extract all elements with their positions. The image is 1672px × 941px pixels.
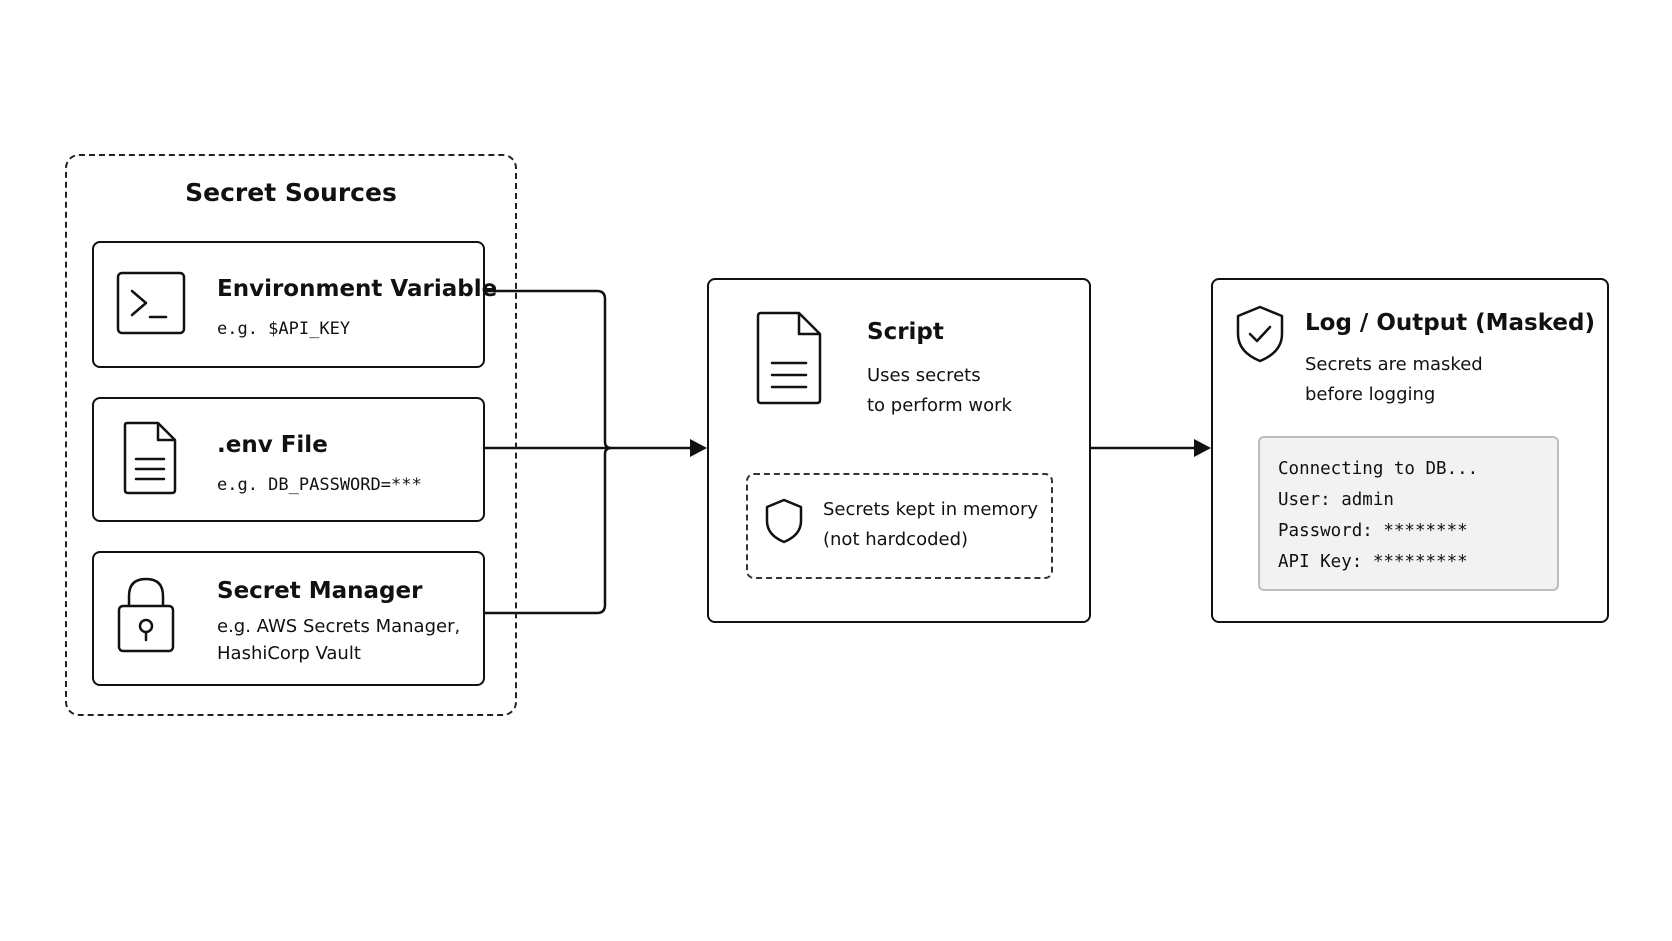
shield-icon bbox=[765, 498, 803, 544]
source-title: .env File bbox=[217, 432, 328, 458]
console-line: Password: ******** bbox=[1278, 521, 1468, 541]
memory-note-line: Secrets kept in memory bbox=[823, 499, 1039, 520]
script-box: Script Uses secrets to perform work bbox=[707, 278, 1091, 623]
file-icon bbox=[123, 421, 177, 495]
source-example: e.g. $API_KEY bbox=[217, 319, 351, 339]
log-desc-line: Secrets are masked bbox=[1305, 354, 1483, 375]
terminal-icon bbox=[116, 271, 186, 335]
source-secret-manager: Secret Manager e.g. AWS Secrets Manager,… bbox=[92, 551, 485, 686]
log-title: Log / Output (Masked) bbox=[1305, 310, 1595, 336]
script-desc-line: Uses secrets bbox=[867, 365, 981, 386]
console-line: API Key: ********* bbox=[1278, 552, 1468, 572]
memory-note-line: (not hardcoded) bbox=[823, 529, 969, 550]
shield-check-icon bbox=[1236, 305, 1284, 363]
script-title: Script bbox=[867, 319, 944, 345]
source-title: Secret Manager bbox=[217, 578, 423, 604]
log-desc-line: before logging bbox=[1305, 384, 1436, 405]
secret-sources-title: Secret Sources bbox=[185, 178, 397, 207]
source-example: e.g. DB_PASSWORD=*** bbox=[217, 475, 422, 495]
arrow-head-to-script bbox=[690, 439, 707, 457]
memory-note: Secrets kept in memory (not hardcoded) bbox=[746, 473, 1053, 579]
console-line: Connecting to DB... bbox=[1278, 459, 1479, 479]
script-desc-line: to perform work bbox=[867, 395, 1012, 416]
document-icon bbox=[756, 311, 822, 405]
arrow-head-to-log bbox=[1194, 439, 1211, 457]
secret-sources-group bbox=[65, 154, 517, 716]
source-env-file: .env File e.g. DB_PASSWORD=*** bbox=[92, 397, 485, 522]
source-title: Environment Variable bbox=[217, 276, 498, 302]
console-line: User: admin bbox=[1278, 490, 1394, 510]
source-example-line: e.g. AWS Secrets Manager, bbox=[217, 616, 461, 637]
masked-console-output: Connecting to DB... User: admin Password… bbox=[1258, 436, 1559, 591]
lock-icon bbox=[117, 577, 175, 653]
source-example-line: HashiCorp Vault bbox=[217, 643, 361, 664]
source-environment-variable: Environment Variable e.g. $API_KEY bbox=[92, 241, 497, 368]
